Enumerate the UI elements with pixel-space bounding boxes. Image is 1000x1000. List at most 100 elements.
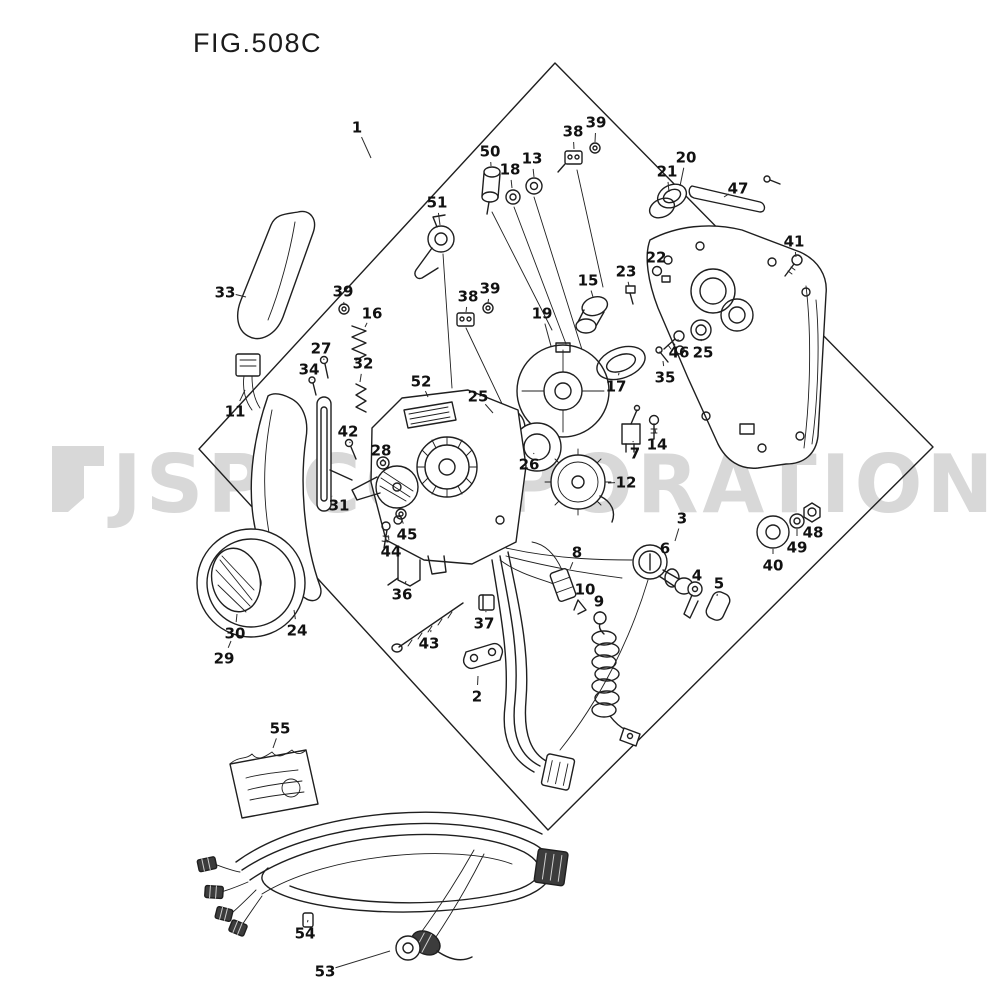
screws-27-34-42: [308, 355, 357, 460]
leader-line-23: [627, 281, 630, 287]
part-number-55: 55: [270, 719, 291, 737]
lanyard-plate: [619, 727, 641, 747]
part-number-11: 11: [225, 402, 246, 420]
part-number-33: 33: [215, 283, 236, 301]
bracket-36: [387, 555, 421, 587]
leader-line-52: [424, 390, 429, 398]
part-number-51: 51: [427, 193, 448, 211]
part-number-17: 17: [606, 377, 627, 395]
part-number-3: 3: [677, 509, 687, 527]
part-number-1: 1: [352, 118, 362, 136]
part-number-49: 49: [787, 538, 808, 556]
leader-line-47: [723, 193, 730, 198]
leader-line-24: [293, 609, 296, 620]
spring-32: [355, 383, 367, 413]
part-number-38: 38: [458, 287, 479, 305]
leader-line-15: [590, 290, 594, 298]
part-number-26: 26: [519, 455, 540, 473]
part-number-53: 53: [315, 962, 336, 980]
leader-line-21: [667, 181, 670, 193]
part-number-4: 4: [692, 566, 702, 584]
leader-line-20: [679, 167, 685, 187]
key-cap-5: [705, 591, 731, 621]
bracket-51: [414, 214, 455, 280]
switch-11: [235, 353, 261, 411]
leader-line-53: [335, 950, 391, 969]
clip-39-left: [338, 303, 350, 315]
leader-line-18: [510, 179, 513, 189]
part-number-28: 28: [371, 441, 392, 459]
part-number-29: 29: [214, 649, 235, 667]
switch-7: [621, 404, 641, 453]
part-number-16: 16: [362, 304, 383, 322]
part-number-30: 30: [225, 624, 246, 642]
part-number-21: 21: [657, 162, 678, 180]
part-number-18: 18: [500, 160, 521, 178]
harness-round-plug: [395, 930, 473, 961]
fasteners-22-23: [625, 265, 671, 305]
part-number-14: 14: [647, 435, 668, 453]
plate-2: [462, 642, 504, 670]
part-number-39: 39: [586, 113, 607, 131]
part-number-35: 35: [655, 368, 676, 386]
leader-line-33: [235, 294, 247, 298]
ring-17: [596, 345, 646, 381]
part-number-8: 8: [572, 543, 582, 561]
plate-38-mid-ring-39-mid: [456, 302, 494, 327]
part-number-54: 54: [295, 924, 316, 942]
leader-line-8: [569, 561, 574, 570]
construction-lines: [442, 169, 604, 411]
leader-line-3: [674, 528, 680, 542]
leader-line-29: [227, 640, 232, 649]
key-switch-3-6: [559, 544, 694, 751]
leader-line-51: [437, 212, 441, 226]
part-number-38: 38: [563, 122, 584, 140]
part-number-22: 22: [646, 248, 667, 266]
plate-38-top-ring-39-top: [557, 142, 601, 173]
lanyard-assembly: [531, 541, 641, 747]
harness-main-connector: [533, 847, 569, 887]
cam-plate-19: [516, 342, 610, 449]
part-number-41: 41: [784, 232, 805, 250]
wiring-harness-53: [196, 811, 569, 961]
part-number-52: 52: [411, 372, 432, 390]
knob-12: [544, 448, 615, 523]
harness-left-connectors: [196, 856, 248, 937]
part-number-10: 10: [575, 580, 596, 598]
leader-line-16: [364, 322, 368, 328]
bolt-50: [481, 166, 501, 215]
part-number-44: 44: [381, 542, 402, 560]
watermark-logo: [52, 446, 104, 512]
part-number-2: 2: [472, 687, 482, 705]
figure-title: FIG.508C: [193, 28, 323, 58]
part-number-25: 25: [468, 387, 489, 405]
washer-18: [505, 189, 521, 205]
leader-line-38: [465, 306, 468, 313]
clip-10: [573, 599, 587, 615]
part-number-45: 45: [397, 525, 418, 543]
leader-line-36: [404, 580, 407, 584]
ring-9: [593, 611, 607, 625]
screw-46-ring-25-pin-35: [655, 319, 712, 363]
coil-cord: [591, 630, 620, 718]
leader-line-55: [272, 738, 277, 749]
leader-line-41: [794, 251, 797, 258]
part-number-39: 39: [333, 282, 354, 300]
control-housing-52: [370, 389, 527, 575]
part-number-23: 23: [616, 262, 637, 280]
leader-line-54: [306, 919, 309, 923]
leader-line-14: [654, 428, 657, 434]
part-number-12: 12: [616, 473, 637, 491]
leader-line-45: [401, 519, 404, 524]
key-4: [683, 581, 703, 619]
part-number-25: 25: [693, 343, 714, 361]
part-number-50: 50: [480, 142, 501, 160]
leader-line-1: [361, 136, 372, 159]
part-number-31: 31: [329, 496, 350, 514]
strip-47: [688, 175, 781, 213]
lever-pin-15: [575, 296, 609, 334]
part-number-15: 15: [578, 271, 599, 289]
slide-link-31: [316, 396, 419, 512]
part-number-6: 6: [660, 539, 670, 557]
